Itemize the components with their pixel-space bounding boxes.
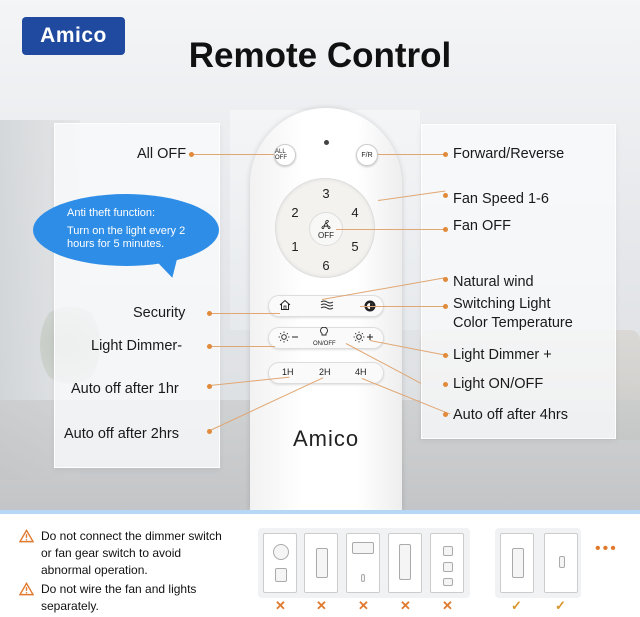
not-allowed-mark: ✕ bbox=[400, 598, 411, 613]
dot-natural-wind bbox=[443, 277, 448, 282]
anti-theft-bubble: Anti theft function: Turn on the light e… bbox=[33, 194, 219, 266]
dot-auto-off-4hrs bbox=[443, 412, 448, 417]
more-indicator: ••• bbox=[595, 540, 618, 557]
natural-wind-button[interactable] bbox=[320, 299, 334, 313]
security-button[interactable] bbox=[279, 299, 291, 313]
label-natural-wind: Natural wind bbox=[453, 274, 534, 290]
timer-row: 1H 2H 4H bbox=[268, 362, 384, 384]
warning-1-line-1: Do not connect the dimmer switch bbox=[41, 529, 222, 543]
line-security bbox=[210, 313, 280, 314]
timer-4h-button[interactable]: 4H bbox=[355, 367, 367, 377]
right-label-panel bbox=[421, 124, 616, 439]
page-title: Remote Control bbox=[188, 36, 452, 75]
label-light-dimmer-minus: Light Dimmer- bbox=[91, 338, 183, 354]
speed-5-button[interactable]: 5 bbox=[351, 239, 359, 254]
label-light-dimmer-plus: Light Dimmer + bbox=[453, 347, 552, 363]
warning-icon bbox=[19, 582, 34, 596]
remote-brand: Amico bbox=[292, 426, 360, 451]
warning-2: Do not wire the fan and lights separatel… bbox=[19, 581, 256, 615]
allowed-mark: ✓ bbox=[555, 598, 566, 613]
sun-minus-icon bbox=[278, 331, 298, 343]
light-onoff-button[interactable]: ON/OFF bbox=[313, 327, 336, 347]
bulb-icon bbox=[320, 327, 329, 336]
line-all-off bbox=[192, 154, 274, 155]
not-allowed-mark: ✕ bbox=[316, 598, 327, 613]
speed-2-button[interactable]: 2 bbox=[291, 205, 299, 220]
dot-light-dimmer-minus bbox=[207, 344, 212, 349]
all-off-button[interactable]: ALL OFF bbox=[274, 144, 296, 166]
dot-switching-light bbox=[443, 304, 448, 309]
dot-auto-off-1hr bbox=[207, 384, 212, 389]
label-light-onoff: Light ON/OFF bbox=[453, 376, 544, 392]
dot-auto-off-2hrs bbox=[207, 429, 212, 434]
warning-1-line-2: or fan gear switch to avoid bbox=[41, 546, 182, 560]
remote-control: ALL OFF F/R 3 4 2 5 1 6 OFF bbox=[250, 108, 402, 510]
fan-speed-switch-image bbox=[388, 533, 422, 593]
dot-all-off bbox=[189, 152, 194, 157]
rocker-switch-image bbox=[500, 533, 534, 593]
label-all-off: All OFF bbox=[137, 146, 187, 162]
speed-6-button[interactable]: 6 bbox=[322, 258, 330, 273]
toggle-switch-image bbox=[544, 533, 578, 593]
fan-control-switch-image bbox=[430, 533, 464, 593]
dot-light-onoff bbox=[443, 382, 448, 387]
bubble-title: Anti theft function: bbox=[67, 207, 156, 219]
dot-forward-reverse bbox=[443, 152, 448, 157]
warning-1: Do not connect the dimmer switch or fan … bbox=[19, 528, 256, 579]
brand-logo: Amico bbox=[22, 17, 125, 55]
accent-bar bbox=[0, 510, 640, 514]
speed-4-button[interactable]: 4 bbox=[351, 205, 359, 220]
dot-fan-off bbox=[443, 227, 448, 232]
wind-icon bbox=[320, 300, 334, 310]
speed-1-button[interactable]: 1 bbox=[291, 239, 299, 254]
label-fan-off: Fan OFF bbox=[453, 218, 512, 234]
dot-light-dimmer-plus bbox=[443, 353, 448, 358]
label-forward-reverse: Forward/Reverse bbox=[453, 146, 565, 162]
warning-2-line-1: Do not wire the fan and lights bbox=[41, 582, 197, 596]
light-dimmer-plus-button[interactable] bbox=[353, 331, 375, 345]
background-scene: ALL OFF F/R 3 4 2 5 1 6 OFF bbox=[0, 0, 640, 510]
forward-reverse-button[interactable]: F/R bbox=[356, 144, 378, 166]
speed-3-button[interactable]: 3 bbox=[322, 186, 330, 201]
bubble-body: Turn on the light every 2 hours for 5 mi… bbox=[67, 225, 186, 250]
onoff-label: ON/OFF bbox=[313, 341, 336, 347]
left-label-panel bbox=[54, 123, 220, 468]
dimmer-switch-image bbox=[263, 533, 297, 593]
allowed-mark: ✓ bbox=[511, 598, 522, 613]
line-fan-off bbox=[336, 229, 446, 230]
label-fan-speed: Fan Speed 1-6 bbox=[453, 191, 549, 207]
fan-off-label: OFF bbox=[318, 230, 334, 240]
slide-dimmer-image bbox=[304, 533, 338, 593]
warning-1-line-3: abnormal operation. bbox=[41, 563, 148, 577]
label-color-temperature: Color Temperature bbox=[453, 315, 573, 331]
dot-security bbox=[207, 311, 212, 316]
label-switching-light: Switching Light bbox=[453, 296, 551, 312]
ir-emitter bbox=[324, 140, 329, 145]
rocker-dimmer-image bbox=[346, 533, 380, 593]
light-dimmer-minus-button[interactable] bbox=[278, 331, 300, 345]
not-allowed-mark: ✕ bbox=[275, 598, 286, 613]
line-forward-reverse bbox=[378, 154, 446, 155]
label-auto-off-4hrs: Auto off after 4hrs bbox=[453, 407, 568, 423]
warning-icon bbox=[19, 529, 34, 543]
line-switching-light bbox=[360, 306, 446, 307]
timer-2h-button[interactable]: 2H bbox=[319, 367, 331, 377]
not-allowed-mark: ✕ bbox=[358, 598, 369, 613]
color-temperature-button[interactable] bbox=[363, 299, 377, 315]
label-auto-off-1hr: Auto off after 1hr bbox=[71, 381, 179, 397]
home-icon bbox=[279, 299, 291, 310]
dot-fan-speed bbox=[443, 193, 448, 198]
light-row: ON/OFF bbox=[268, 327, 384, 349]
timer-1h-button[interactable]: 1H bbox=[282, 367, 294, 377]
warning-2-line-2: separately. bbox=[41, 599, 99, 613]
not-allowed-mark: ✕ bbox=[442, 598, 453, 613]
label-security: Security bbox=[133, 305, 186, 321]
sun-plus-icon bbox=[353, 331, 373, 343]
label-auto-off-2hrs: Auto off after 2hrs bbox=[64, 426, 179, 442]
fan-icon bbox=[321, 219, 331, 229]
fan-speed-dial: 3 4 2 5 1 6 OFF bbox=[275, 178, 375, 278]
line-light-dimmer-minus bbox=[210, 346, 275, 347]
